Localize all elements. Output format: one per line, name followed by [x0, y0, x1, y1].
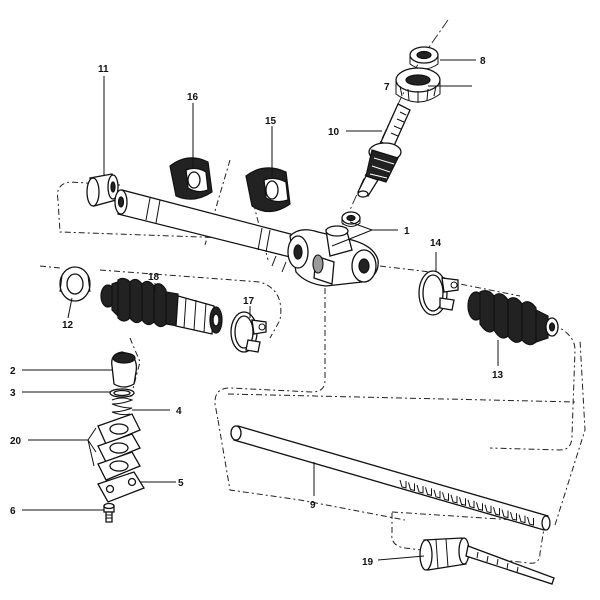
callout-15: 15: [265, 116, 277, 127]
callout-14: 14: [430, 238, 442, 249]
part-4-spring: [111, 397, 134, 416]
callout-17: 17: [243, 296, 255, 307]
callout-18: 18: [148, 272, 160, 283]
part-14-clamp: [418, 270, 459, 316]
callout-9: 9: [310, 500, 316, 511]
part-3-o-ring: [109, 388, 135, 398]
part-2-yoke: [111, 351, 138, 388]
callout-3: 3: [10, 388, 16, 399]
callout-12: 12: [62, 320, 74, 331]
callout-16: 16: [187, 92, 199, 103]
part-13-right-boot: [467, 290, 559, 346]
part-17-clamp: [230, 311, 267, 353]
callout-1: 1: [404, 226, 410, 237]
callout-10: 10: [328, 127, 340, 138]
callout-8: 8: [480, 56, 486, 67]
part-16-bushing: [169, 157, 213, 200]
part-5-cover-plate: [97, 471, 145, 503]
part-12-ring: [59, 266, 91, 302]
leader-lines: [22, 59, 499, 561]
callout-2: 2: [10, 366, 16, 377]
pinion-seal: [341, 211, 361, 227]
callout-labels: 1 2 3 4 5 6 7 8 9 10 11 12 13 14 15 16 1…: [10, 56, 504, 568]
part-8-seal-ring: [409, 46, 439, 70]
part-9-rack-bar: [230, 425, 551, 531]
part-15-bushing: [245, 167, 291, 213]
callout-20: 20: [10, 436, 22, 447]
part-19-tie-rod: [419, 537, 555, 585]
part-1-gear-housing: [271, 225, 379, 287]
part-11-sleeve: [86, 173, 119, 207]
callout-7: 7: [384, 82, 390, 93]
callout-19: 19: [362, 557, 374, 568]
callout-13: 13: [492, 370, 504, 381]
callout-6: 6: [10, 506, 16, 517]
callout-5: 5: [178, 478, 184, 489]
callout-4: 4: [176, 406, 182, 417]
callout-11: 11: [98, 64, 109, 75]
part-6-bolt: [103, 502, 115, 523]
rack-housing-tube: [114, 189, 299, 259]
part-10-pinion-shaft: [357, 103, 411, 198]
part-18-left-boot: [100, 277, 223, 335]
part-20-plates: [97, 413, 141, 481]
